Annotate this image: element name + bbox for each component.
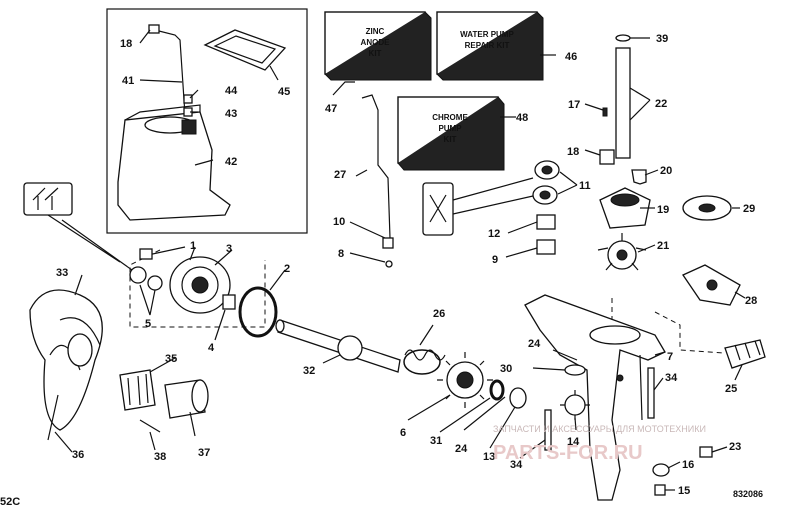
shift-rod-drawing [361,94,394,268]
zinc-anode-kit-box: ZINC ANODE KIT [324,11,432,81]
grease-symbol-left [23,182,133,271]
water-pump-kit-line1: WATER PUMP [460,30,514,39]
callout-34-upper: 34 [665,372,678,384]
callout-47: 47 [325,103,337,115]
gear-6-drawing [437,352,493,408]
callout-23: 23 [729,441,741,453]
callout-19: 19 [657,204,669,216]
callout-35: 35 [165,353,177,365]
callout-labels: 1 2 3 4 5 6 7 8 9 10 11 12 13 14 15 16 1… [56,33,757,497]
watermark-line2: PARTS-FOR.RU [493,442,643,464]
callout-30: 30 [500,363,512,375]
callout-25: 25 [725,383,737,395]
callout-28: 28 [745,295,757,307]
chrome-pump-kit-line1: CHROME [432,113,468,122]
callout-18: 18 [567,146,579,158]
seals-11-drawing [532,160,560,205]
pinion-14-drawing [560,390,590,420]
corner-code: 52C [0,496,20,508]
chrome-pump-kit-box: CHROME PUMP KIT [397,96,505,171]
callout-21: 21 [657,240,669,252]
thrust-hub-35-drawing [119,369,156,411]
callout-24-lower: 24 [455,443,468,455]
gearcase-drawing [524,294,666,501]
callout-41: 41 [122,75,134,87]
callout-22: 22 [655,98,667,110]
callout-34-lower: 34 [510,459,523,471]
callout-38: 38 [154,451,166,463]
bearing-carrier-drawing [129,246,231,314]
o-ring-2-drawing [238,286,278,338]
callout-31: 31 [430,435,442,447]
callout-43: 43 [225,108,237,120]
bearing-4-drawing [222,294,236,310]
zinc-anode-kit-line2: ANODE [361,38,391,47]
water-pump-repair-kit-box: WATER PUMP REPAIR KIT [436,11,544,81]
spring-26-drawing [403,349,446,375]
callout-9: 9 [492,254,498,266]
callout-42: 42 [225,156,237,168]
driveshaft-22-drawing [599,34,647,185]
callout-4: 4 [208,342,215,354]
screws-34-drawing [544,367,655,451]
callout-29: 29 [743,203,755,215]
pump-housing-19-drawing [599,187,651,229]
callout-20: 20 [660,165,672,177]
callout-27: 27 [334,169,346,181]
callout-3: 3 [226,243,232,255]
impeller-21-drawing [597,233,647,271]
gasket-45-drawing [203,29,287,71]
callout-6: 6 [400,427,406,439]
inset-frame [106,8,308,234]
watermark-line1: ЗАПЧАСТИ И АКСЕССУАРЫ ДЛЯ МОТОТЕХНИКИ [493,424,706,434]
callout-16: 16 [682,459,694,471]
callout-18-inset: 18 [120,38,132,50]
propeller-drawing [29,289,103,441]
leader-dashed-bearing [129,249,266,328]
pin-38-drawing [139,419,161,433]
callout-39: 39 [656,33,668,45]
tube-41-drawing [148,24,193,117]
plate-28-drawing [682,264,741,306]
callout-32: 32 [303,365,315,377]
callout-36: 36 [72,449,84,461]
cover-29-drawing [682,195,732,221]
callout-7: 7 [667,351,673,363]
drawing-number: 832086 [733,489,763,499]
callout-13: 13 [483,451,495,463]
callout-33: 33 [56,267,68,279]
bearings-12-9-drawing [536,214,556,255]
leader-dashed-pump [611,298,725,354]
callout-24-upper: 24 [528,338,541,350]
callout-26: 26 [433,308,445,320]
callout-1: 1 [190,240,196,252]
chrome-pump-kit-line2: PUMP [438,124,462,133]
callout-37: 37 [198,447,210,459]
water-pump-kit-line2: REPAIR KIT [465,41,510,50]
leader-lines [54,29,746,491]
callout-5: 5 [145,318,151,330]
grease-symbol-right [422,177,534,236]
callout-14: 14 [567,436,580,448]
callout-44: 44 [225,85,238,97]
callout-46: 46 [565,51,577,63]
callout-45: 45 [278,86,290,98]
zinc-anode-kit-line1: ZINC [366,27,385,36]
exhaust-housing-drawing [117,104,231,221]
anode-25-drawing [724,339,766,369]
callout-11: 11 [579,180,591,192]
prop-shaft-drawing [275,319,401,373]
callout-12: 12 [488,228,500,240]
spacer-37-drawing [164,379,209,419]
callout-17: 17 [568,99,580,111]
callout-10: 10 [333,216,345,228]
callout-2: 2 [284,263,290,275]
callout-8: 8 [338,248,344,260]
callout-48: 48 [516,112,528,124]
zinc-anode-kit-line3: KIT [369,49,382,58]
chrome-pump-kit-line3: KIT [444,135,457,144]
callout-15: 15 [678,485,690,497]
